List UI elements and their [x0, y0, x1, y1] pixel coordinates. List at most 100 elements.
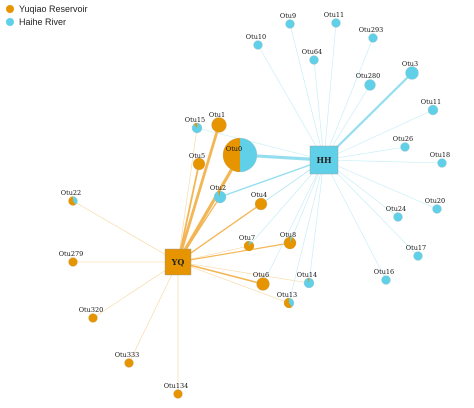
node-slice-hh — [368, 33, 378, 43]
edge-hh-otu64 — [313, 59, 325, 161]
node-label-otu11b: Otu11 — [421, 98, 441, 106]
node-otu16[interactable]: Otu16 — [374, 268, 394, 285]
edge-hh-otu17 — [323, 159, 419, 257]
node-label-otu16: Otu16 — [374, 268, 394, 276]
node-slice-hh — [405, 66, 419, 80]
node-otu18[interactable]: Otu18 — [430, 151, 450, 168]
edge-hh-otu9 — [289, 23, 325, 161]
node-otu293[interactable]: Otu293 — [359, 26, 384, 43]
edge-yq-otu4 — [177, 203, 262, 263]
edge-hh-otu15 — [196, 127, 325, 161]
hub-yq-square[interactable] — [164, 248, 192, 276]
node-slice-yq — [307, 278, 309, 283]
node-label-otu22: Otu22 — [61, 189, 81, 197]
node-slice-yq — [284, 298, 292, 308]
edge-yq-otu22 — [72, 200, 179, 263]
node-otu10[interactable]: Otu10 — [246, 33, 266, 50]
node-otu6[interactable]: Otu6 — [253, 271, 270, 291]
node-slice-yq — [223, 138, 240, 172]
node-slice-yq — [218, 191, 220, 197]
node-otu280[interactable]: Otu280 — [356, 72, 381, 91]
node-otu134[interactable]: Otu134 — [164, 382, 189, 399]
node-label-otu1: Otu1 — [209, 111, 225, 119]
edge-yq-otu13 — [177, 261, 290, 304]
edge-hh-otu16 — [323, 159, 387, 281]
node-otu333[interactable]: Otu333 — [115, 351, 140, 368]
edge-yq-otu8 — [177, 242, 291, 263]
node-label-otu15: Otu15 — [185, 116, 205, 124]
node-label-otu26: Otu26 — [393, 135, 413, 143]
node-label-otu6: Otu6 — [253, 271, 269, 279]
node-otu26[interactable]: Otu26 — [393, 135, 413, 152]
node-otu20[interactable]: Otu20 — [425, 197, 445, 214]
node-slice-hh — [393, 212, 403, 222]
node-otu279[interactable]: Otu279 — [59, 250, 84, 267]
edge-yq-otu15 — [177, 127, 198, 263]
edge-yq-otu5 — [177, 163, 200, 263]
node-label-otu20: Otu20 — [425, 197, 445, 205]
node-otu24[interactable]: Otu24 — [386, 205, 406, 222]
edge-yq-otu333 — [128, 261, 179, 364]
node-otu4[interactable]: Otu4 — [251, 191, 268, 211]
node-otu7[interactable]: Otu7 — [239, 234, 255, 252]
node-label-otu24: Otu24 — [386, 205, 406, 213]
hub-hh-label: HH — [316, 155, 332, 165]
node-label-otu9: Otu9 — [280, 12, 296, 20]
node-label-otu5: Otu5 — [189, 152, 205, 160]
node-slice-hh — [331, 18, 341, 28]
node-slice-hh — [427, 104, 439, 116]
node-slice-yq — [256, 277, 270, 291]
node-slice-hh — [400, 142, 410, 152]
edge-hh-otu2 — [219, 159, 325, 198]
node-otu13[interactable]: Otu13 — [277, 291, 297, 309]
node-otu0[interactable]: Otu0 — [222, 137, 258, 173]
node-slice-hh — [364, 79, 376, 91]
node-label-otu333: Otu333 — [115, 351, 140, 359]
edge-hh-otu6 — [262, 159, 325, 285]
edge-hh-otu13 — [288, 159, 325, 304]
node-label-otu7: Otu7 — [239, 234, 255, 242]
node-label-otu279: Otu279 — [59, 250, 84, 258]
node-slice-hh — [285, 19, 295, 29]
node-otu64[interactable]: Otu64 — [302, 48, 322, 65]
node-label-otu64: Otu64 — [302, 48, 322, 56]
node-otu9[interactable]: Otu9 — [280, 12, 296, 29]
node-slice-hh — [253, 40, 263, 50]
edge-yq-otu0 — [176, 154, 242, 263]
hub-hh-square[interactable] — [309, 145, 339, 175]
node-slice-yq — [211, 117, 227, 133]
node-label-otu0: Otu0 — [226, 145, 242, 153]
node-otu8[interactable]: Otu8 — [280, 231, 297, 250]
node-otu11[interactable]: Otu11 — [324, 11, 344, 28]
edge-hh-otu7 — [248, 159, 325, 247]
node-otu11b[interactable]: Otu11 — [421, 98, 441, 116]
edge-hh-otu11b — [323, 109, 434, 161]
node-otu1[interactable]: Otu1 — [209, 111, 227, 133]
node-otu3[interactable]: Otu3 — [402, 60, 419, 80]
edge-hh-otu20 — [323, 159, 438, 210]
node-label-otu13: Otu13 — [277, 291, 297, 299]
node-slice-yq — [68, 257, 78, 267]
node-label-otu320: Otu320 — [79, 306, 104, 314]
node-otu14[interactable]: Otu14 — [297, 271, 317, 289]
node-label-otu10: Otu10 — [246, 33, 266, 41]
node-label-otu14: Otu14 — [297, 271, 317, 279]
node-slice-yq — [254, 197, 268, 211]
node-slice-yq — [173, 389, 183, 399]
node-slice-yq — [284, 237, 296, 250]
node-otu17[interactable]: Otu17 — [406, 244, 426, 261]
node-label-otu3: Otu3 — [402, 60, 418, 68]
node-label-otu134: Otu134 — [164, 382, 189, 390]
node-label-otu2: Otu2 — [210, 184, 226, 192]
legend-label-yuqiao: Yuqiao Reservoir — [19, 4, 88, 14]
edge-hh-otu18 — [323, 159, 443, 164]
node-otu5[interactable]: Otu5 — [189, 152, 206, 171]
node-slice-hh — [413, 251, 423, 261]
node-otu2[interactable]: Otu2 — [210, 184, 227, 204]
node-otu15[interactable]: Otu15 — [185, 116, 205, 134]
node-otu22[interactable]: Otu22 — [61, 189, 81, 206]
node-otu320[interactable]: Otu320 — [79, 306, 104, 323]
